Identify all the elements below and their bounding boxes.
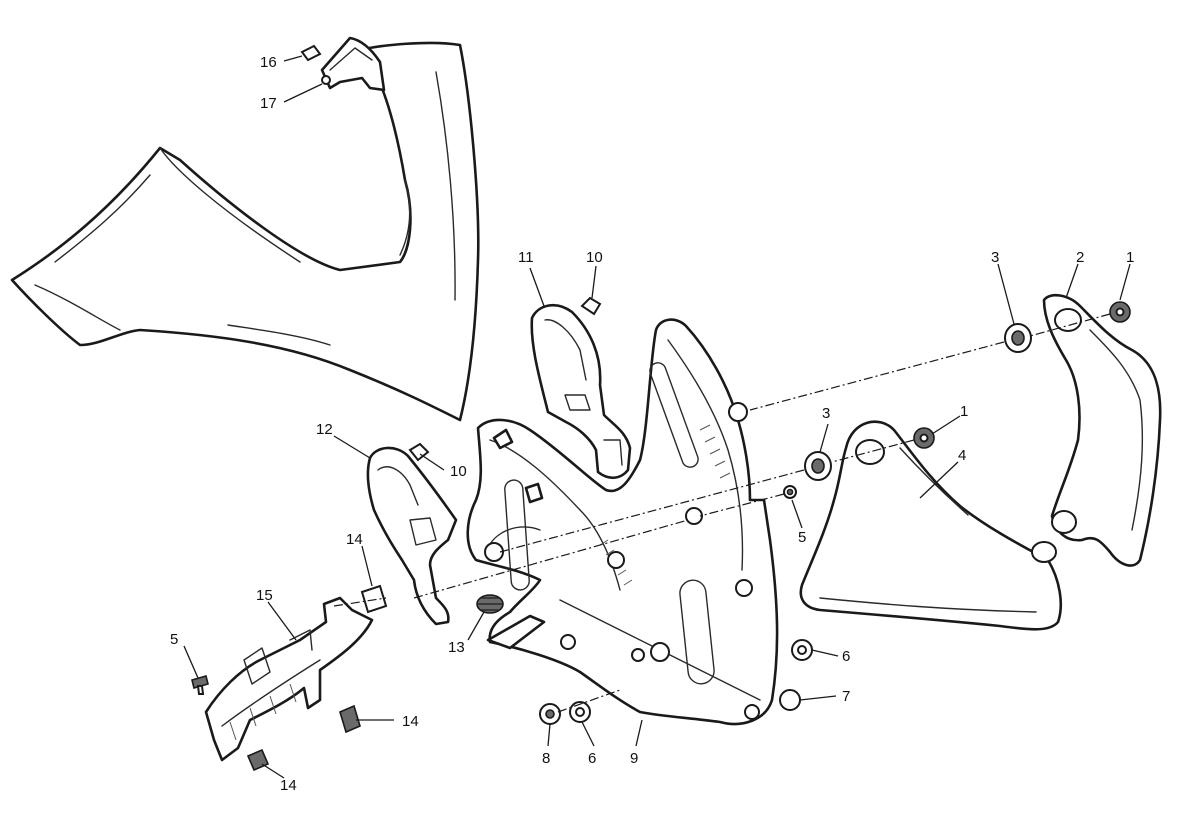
callout-15: 15 (256, 587, 273, 604)
callout-12: 12 (316, 421, 333, 438)
part-14-clip-top (360, 584, 388, 614)
callout-4: 4 (958, 447, 966, 464)
part-15-bracket (204, 596, 374, 762)
part-13-knob (476, 594, 504, 614)
part-9-main-support (466, 318, 779, 726)
callout-11: 11 (518, 249, 534, 266)
part-3-grommet-upper (1004, 323, 1032, 353)
callout-5-left: 5 (170, 631, 178, 648)
callout-1-lower: 1 (960, 403, 968, 420)
part-5-screw-left (191, 675, 209, 695)
callout-14-bottom: 14 (280, 777, 297, 794)
callout-10-upper: 10 (586, 249, 603, 266)
callout-8: 8 (542, 750, 550, 767)
callout-2: 2 (1076, 249, 1084, 266)
callout-14-top: 14 (346, 531, 363, 548)
part-6-washer-bottom (569, 701, 591, 723)
callout-14-right: 14 (402, 713, 419, 730)
part-2-side-panel (1042, 293, 1162, 567)
callout-6-right: 6 (842, 648, 850, 665)
callout-7: 7 (842, 688, 850, 705)
callout-17: 17 (260, 95, 277, 112)
part-12-inner-panel (366, 446, 458, 626)
callout-5-right: 5 (798, 529, 806, 546)
part-6-washer-right (791, 639, 813, 661)
fairing-panel (10, 41, 480, 422)
callout-16: 16 (260, 54, 277, 71)
part-4-side-panel (799, 420, 1063, 631)
leader-lines (183, 55, 1131, 779)
part-1-nut-lower (913, 427, 935, 449)
part-16-clip (300, 44, 322, 62)
part-17-screw (321, 75, 331, 85)
callout-3-upper: 3 (991, 249, 999, 266)
part-8-spacer (539, 703, 561, 725)
part-10-clip-lower (408, 442, 430, 462)
callout-labels: 1 2 3 1 3 4 5 6 7 8 6 9 10 11 10 12 13 1… (170, 54, 1134, 794)
callout-10-lower: 10 (450, 463, 467, 480)
callout-6-bottom: 6 (588, 750, 596, 767)
callout-13: 13 (448, 639, 465, 656)
part-11-inner-panel (530, 303, 632, 480)
part-3-grommet-lower (804, 451, 832, 481)
part-14-clip-bottom (246, 748, 270, 772)
part-10-clip-upper (580, 296, 602, 316)
part-5-screw-right (783, 485, 797, 499)
callout-3-lower: 3 (822, 405, 830, 422)
part-1-nut-upper (1109, 301, 1131, 323)
callout-1-upper: 1 (1126, 249, 1134, 266)
part-14-clip-right (339, 704, 361, 734)
fairing-top-bracket (320, 36, 386, 92)
part-7-cap (779, 689, 801, 711)
assembly-axis-lines (333, 313, 1111, 713)
callout-9: 9 (630, 750, 638, 767)
